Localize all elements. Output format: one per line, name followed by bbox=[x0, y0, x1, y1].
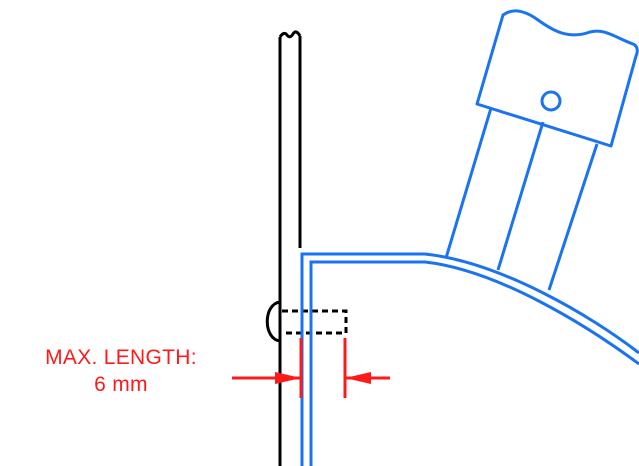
length-value-label: 6 mm bbox=[94, 373, 148, 396]
bracket-strut-middle bbox=[496, 121, 545, 271]
max-length-label: MAX. LENGTH: bbox=[45, 346, 197, 369]
screw-head bbox=[265, 300, 281, 343]
length-dimension bbox=[232, 338, 390, 398]
mounting-bracket bbox=[444, 9, 639, 291]
arrowhead-left bbox=[275, 372, 301, 384]
device-housing bbox=[300, 252, 639, 466]
bracket-strut-left bbox=[444, 107, 493, 259]
housing-inner-line bbox=[309, 260, 639, 466]
screw-shank bbox=[282, 309, 348, 335]
panel-break-line bbox=[278, 30, 302, 39]
arrowhead-right bbox=[345, 372, 371, 384]
bracket-head bbox=[475, 9, 639, 148]
panel-wall bbox=[278, 30, 302, 466]
housing-outer-line bbox=[300, 252, 639, 466]
bracket-strut-right bbox=[547, 143, 599, 291]
bracket-hole bbox=[540, 90, 562, 112]
